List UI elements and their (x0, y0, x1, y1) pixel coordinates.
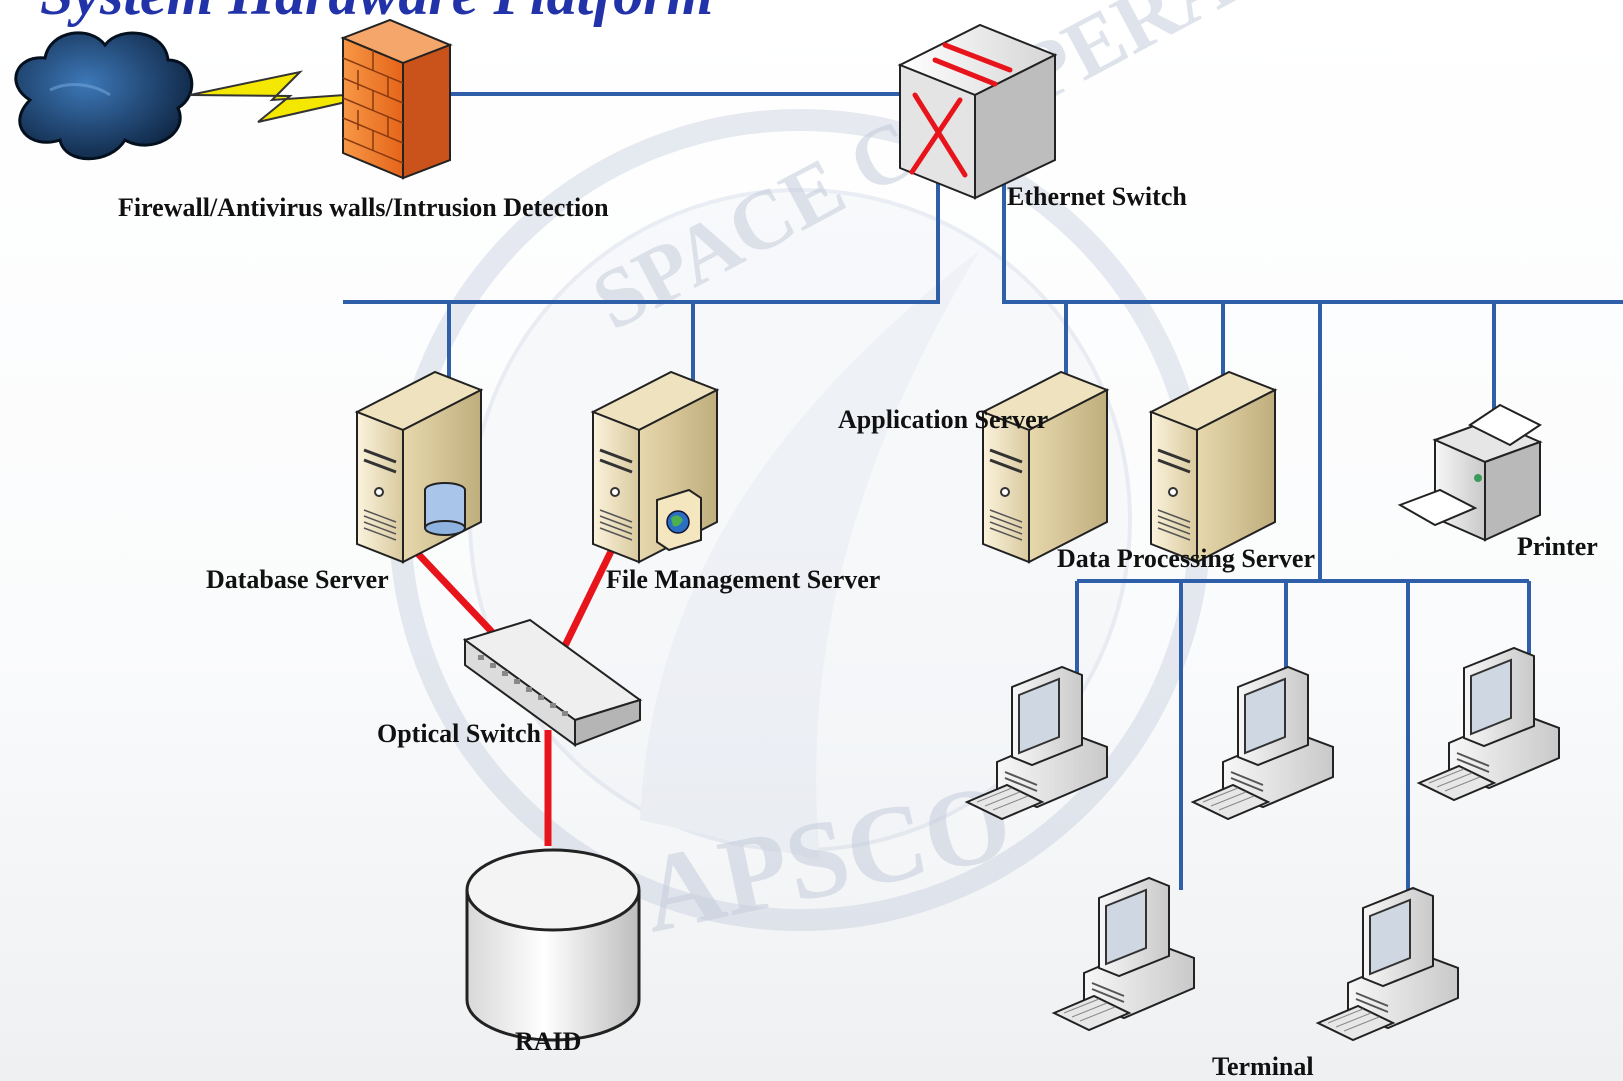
terminal-pc-icon (1053, 877, 1195, 1031)
firewall-label: Firewall/Antivirus walls/Intrusion Detec… (118, 193, 609, 222)
file-management-server-label: File Management Server (606, 565, 881, 594)
ethernet-switch-icon (897, 23, 1058, 200)
internet-cloud-icon (14, 31, 194, 161)
database-server-icon (355, 370, 483, 564)
right-backbone (1002, 180, 1623, 304)
raid-storage-icon (465, 848, 641, 1042)
database-server-label: Database Server (206, 565, 389, 594)
terminal-pc-icon (1317, 887, 1459, 1041)
network-links (343, 92, 1623, 895)
terminal-pc-icon (1192, 666, 1334, 820)
terminal-label: Terminal (1212, 1052, 1314, 1081)
data-processing-server-icon (1149, 370, 1277, 564)
data-processing-server-label: Data Processing Server (1057, 544, 1316, 573)
printer-icon (1397, 403, 1543, 542)
ethernet-switch-label: Ethernet Switch (1007, 182, 1187, 211)
raid-label: RAID (515, 1027, 582, 1056)
page-title: System Hardware Platform (40, 0, 713, 29)
fiber-links (402, 535, 622, 846)
firewall-icon (340, 18, 453, 180)
application-server-label: Application Server (838, 405, 1049, 434)
file-management-server-icon (591, 370, 719, 564)
optical-switch-icon (462, 618, 643, 747)
optical-switch-label: Optical Switch (377, 719, 541, 748)
left-backbone (343, 170, 940, 304)
printer-label: Printer (1517, 532, 1598, 561)
terminal-pc-icon (1418, 647, 1560, 801)
